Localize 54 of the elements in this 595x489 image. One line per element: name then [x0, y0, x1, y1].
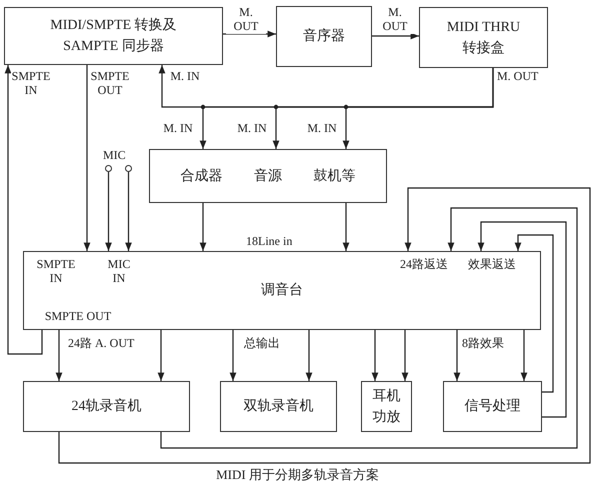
device-box — [149, 149, 387, 203]
connector-arrow — [478, 221, 567, 418]
port-label: MIC IN — [106, 258, 132, 286]
caption: MIDI 用于分期多轨录音方案 — [215, 466, 380, 484]
device-box — [419, 7, 548, 68]
connector-arrow — [514, 234, 554, 393]
connector-arrow — [125, 172, 132, 251]
device-box — [361, 381, 412, 432]
signal-label: M. OUT — [497, 69, 538, 84]
jack-terminal — [125, 165, 132, 172]
signal-label: MIC — [103, 148, 126, 162]
device-box — [443, 381, 542, 432]
port-label: 24路返送 — [399, 258, 449, 272]
connector-arrow — [4, 65, 43, 355]
signal-label: 总输出 — [244, 336, 280, 350]
connector-arrow — [56, 330, 62, 381]
port-label: 效果返送 — [467, 258, 517, 272]
connector-arrow — [372, 32, 419, 40]
connector-arrow — [520, 330, 528, 381]
signal-label: 18Line in — [246, 234, 292, 248]
device-name: 合成器 音源 鼓机等 — [180, 167, 356, 186]
edge-label: M. OUT — [226, 6, 266, 34]
device-name: MIDI THRU 转接盒 — [446, 18, 522, 58]
device-box — [220, 381, 337, 432]
connector-arrow — [158, 330, 164, 381]
connector-arrow — [454, 330, 460, 381]
connector-arrow — [58, 187, 591, 464]
signal-label: 8路效果 — [462, 336, 504, 350]
device-box — [276, 6, 372, 67]
connector-arrow — [84, 65, 90, 251]
device-name: 24轨录音机 — [72, 397, 142, 416]
connector-arrow — [342, 68, 494, 149]
device-name: 双轨录音机 — [244, 397, 314, 416]
device-name: MIDI/SMPTE 转换及 SAMPTE 同步器 — [49, 16, 178, 56]
device-name: 调音台 — [261, 281, 303, 300]
device-name: 音序器 — [303, 27, 345, 46]
jack-terminal — [105, 165, 112, 172]
connector-arrow — [342, 203, 350, 251]
port-label: SMPTE OUT — [44, 310, 112, 324]
device-name: 信号处理 — [464, 398, 520, 416]
connector-arrow — [160, 207, 578, 449]
connector-arrow — [306, 330, 312, 381]
device-name: 耳机功放 — [372, 388, 402, 426]
port-label: SMPTE IN — [36, 258, 76, 286]
device-box — [23, 251, 541, 330]
connector-arrow — [105, 172, 112, 251]
connector-arrow — [372, 330, 378, 381]
connector-arrow — [223, 30, 276, 38]
device-box — [23, 381, 190, 432]
connector-arrow — [200, 203, 206, 251]
device-box — [4, 7, 223, 65]
signal-label: 24路 A. OUT — [68, 336, 134, 350]
connector-arrow — [230, 330, 236, 381]
connector-arrow — [402, 330, 408, 381]
